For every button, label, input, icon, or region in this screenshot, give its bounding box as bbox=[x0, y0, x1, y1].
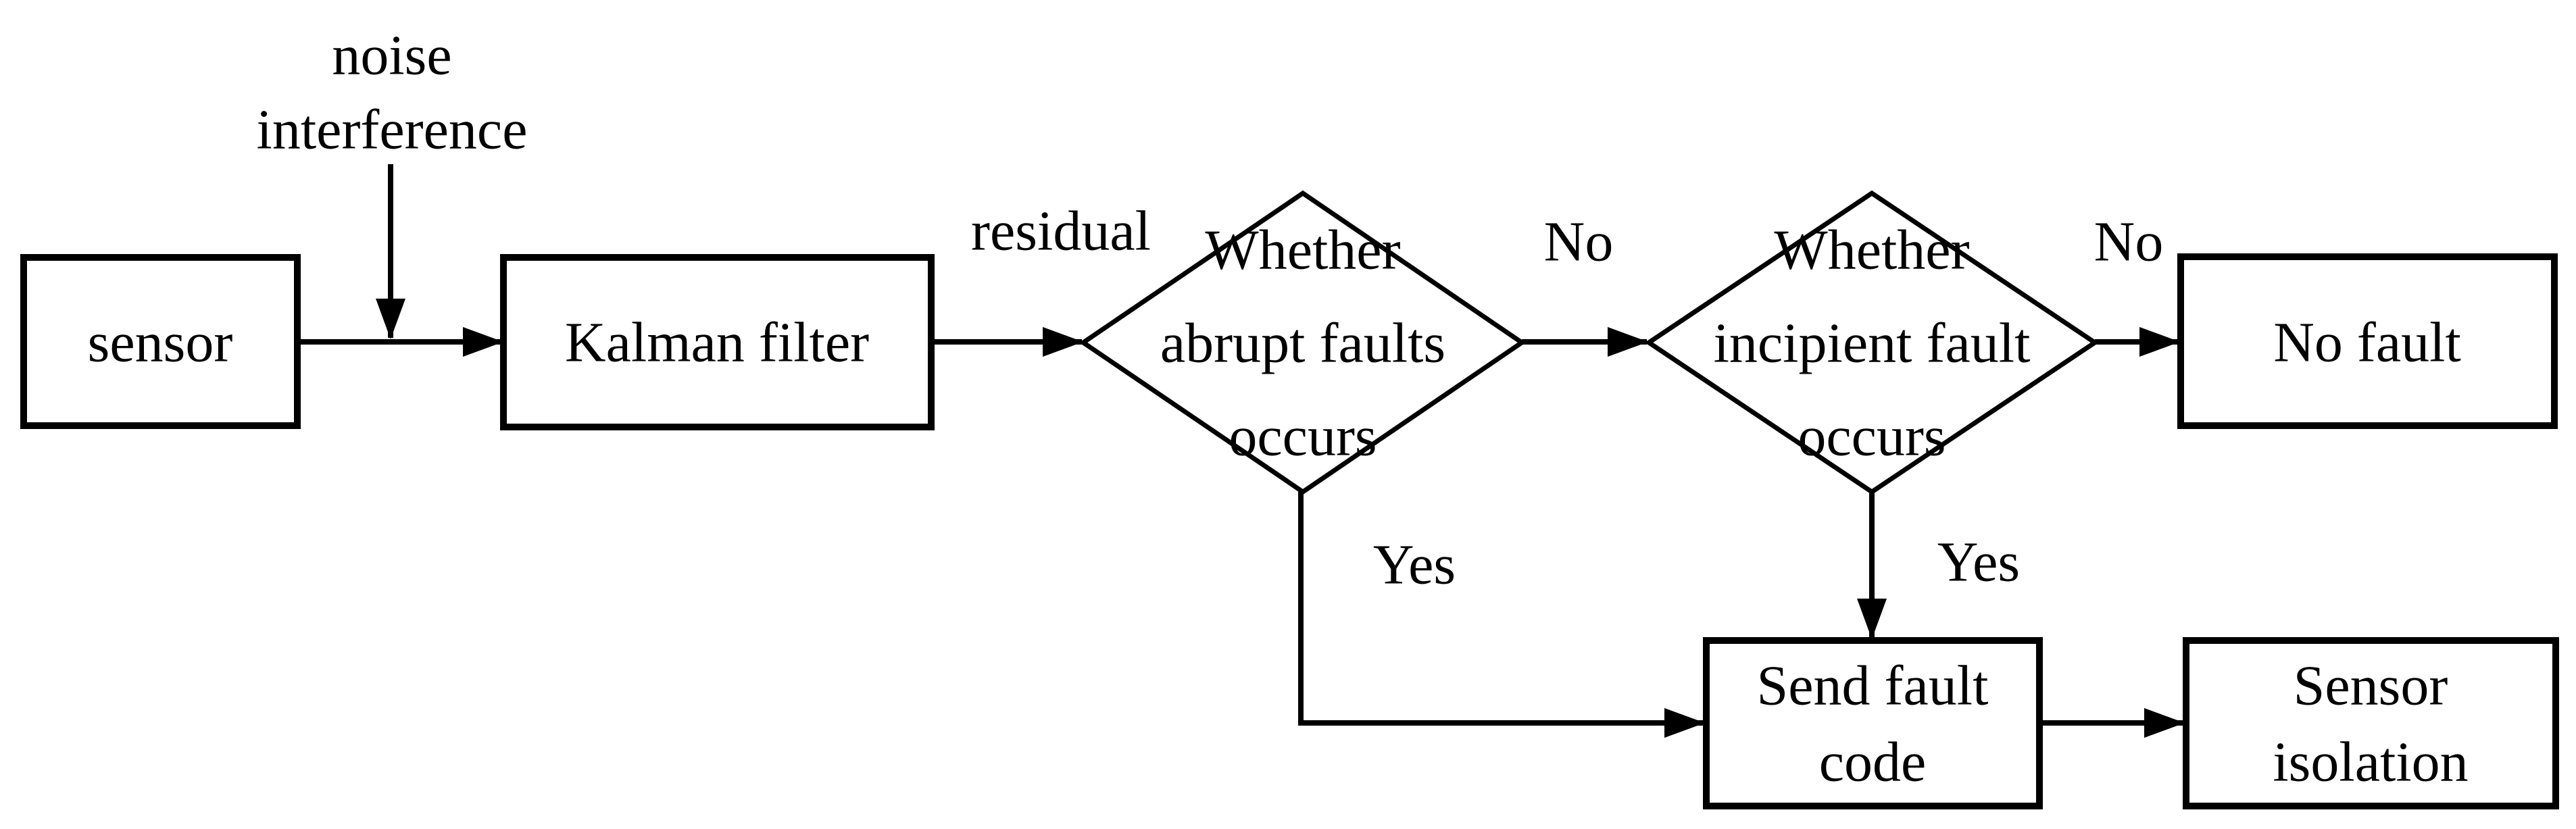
decision-abrupt-line1: Whether bbox=[1205, 219, 1400, 282]
node-decision-incipient-diamond bbox=[1644, 190, 2100, 495]
node-isolation-box bbox=[2183, 637, 2559, 809]
node-decision-abrupt-diamond bbox=[1079, 190, 1527, 495]
residual-label: residual bbox=[971, 200, 1151, 263]
decision-abrupt-line2: abrupt faults bbox=[1160, 312, 1445, 375]
node-sensor-label: sensor bbox=[88, 311, 233, 374]
no-label-1: No bbox=[1544, 211, 1614, 274]
decision-abrupt-line3: occurs bbox=[1229, 405, 1377, 468]
decision-incipient-line3: occurs bbox=[1798, 405, 1946, 468]
node-kalman-label: Kalman filter bbox=[565, 311, 869, 374]
yes-label-1: Yes bbox=[1373, 534, 1456, 597]
node-isolation-line2: isolation bbox=[2273, 731, 2468, 794]
no-label-2: No bbox=[2094, 211, 2164, 274]
node-isolation-line1: Sensor bbox=[2294, 655, 2448, 718]
node-kalman-box bbox=[500, 254, 935, 430]
yes-label-2: Yes bbox=[1937, 531, 2020, 594]
edges bbox=[297, 164, 2185, 738]
noise-label-line2: interference bbox=[256, 99, 527, 161]
node-sendcode-line1: Send fault bbox=[1757, 655, 1989, 718]
node-nofault-label: No fault bbox=[2273, 311, 2461, 374]
node-sendcode-box bbox=[1703, 637, 2043, 809]
edge-labels: noise interference residual No No Yes Ye… bbox=[256, 24, 2163, 597]
node-sendcode-line2: code bbox=[1819, 731, 1927, 794]
node-nofault-box bbox=[2177, 253, 2558, 429]
decision-incipient-line2: incipient fault bbox=[1714, 312, 2031, 375]
noise-label-line1: noise bbox=[332, 24, 451, 87]
nodes: sensor Kalman filter Whether abrupt faul… bbox=[20, 190, 2559, 809]
node-sensor-box bbox=[20, 254, 301, 429]
decision-incipient-line1: Whether bbox=[1774, 219, 1969, 282]
arrow-abrupt-to-sendcode bbox=[1298, 492, 1705, 738]
